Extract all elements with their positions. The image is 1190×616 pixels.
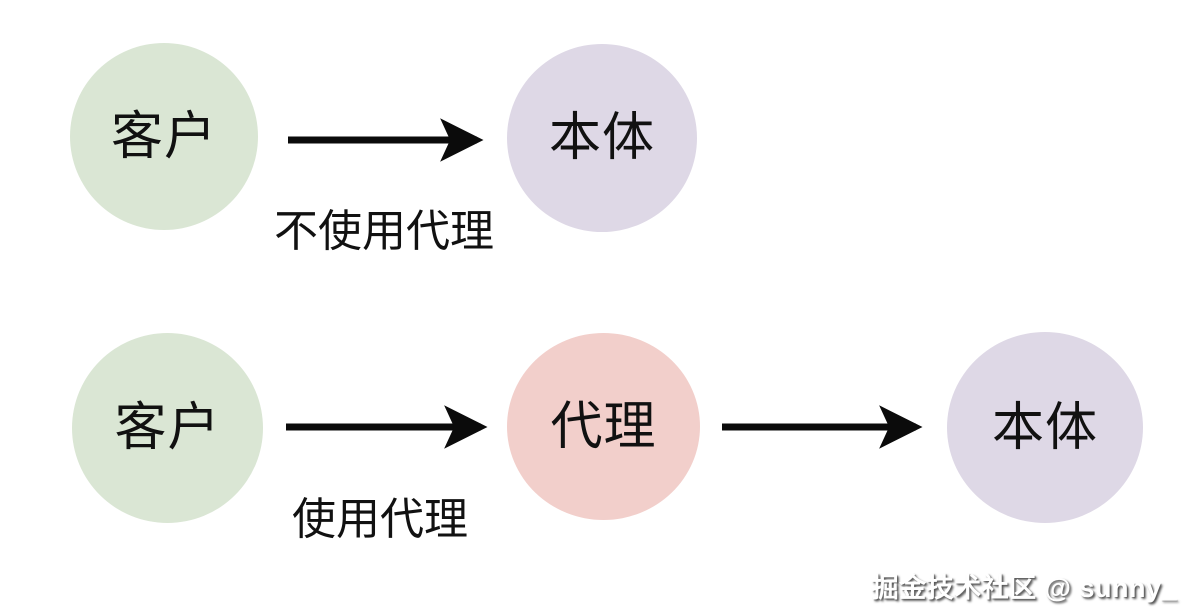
node-client-top: 客户 [70, 43, 258, 230]
node-client-bottom-label: 客户 [114, 399, 221, 457]
watermark: 掘金技术社区 @ sunny_ [871, 573, 1177, 603]
label-without-proxy: 不使用代理 [274, 207, 494, 256]
node-client-bottom: 客户 [72, 333, 263, 523]
label-with-proxy: 使用代理 [292, 495, 468, 544]
node-subject-bottom: 本体 [947, 332, 1143, 523]
node-subject-top-label: 本体 [548, 109, 655, 167]
node-proxy-bottom-label: 代理 [550, 397, 657, 456]
node-client-top-label: 客户 [110, 107, 217, 166]
node-subject-top: 本体 [507, 44, 697, 232]
node-subject-bottom-label: 本体 [991, 398, 1098, 457]
node-proxy-bottom: 代理 [507, 333, 700, 520]
